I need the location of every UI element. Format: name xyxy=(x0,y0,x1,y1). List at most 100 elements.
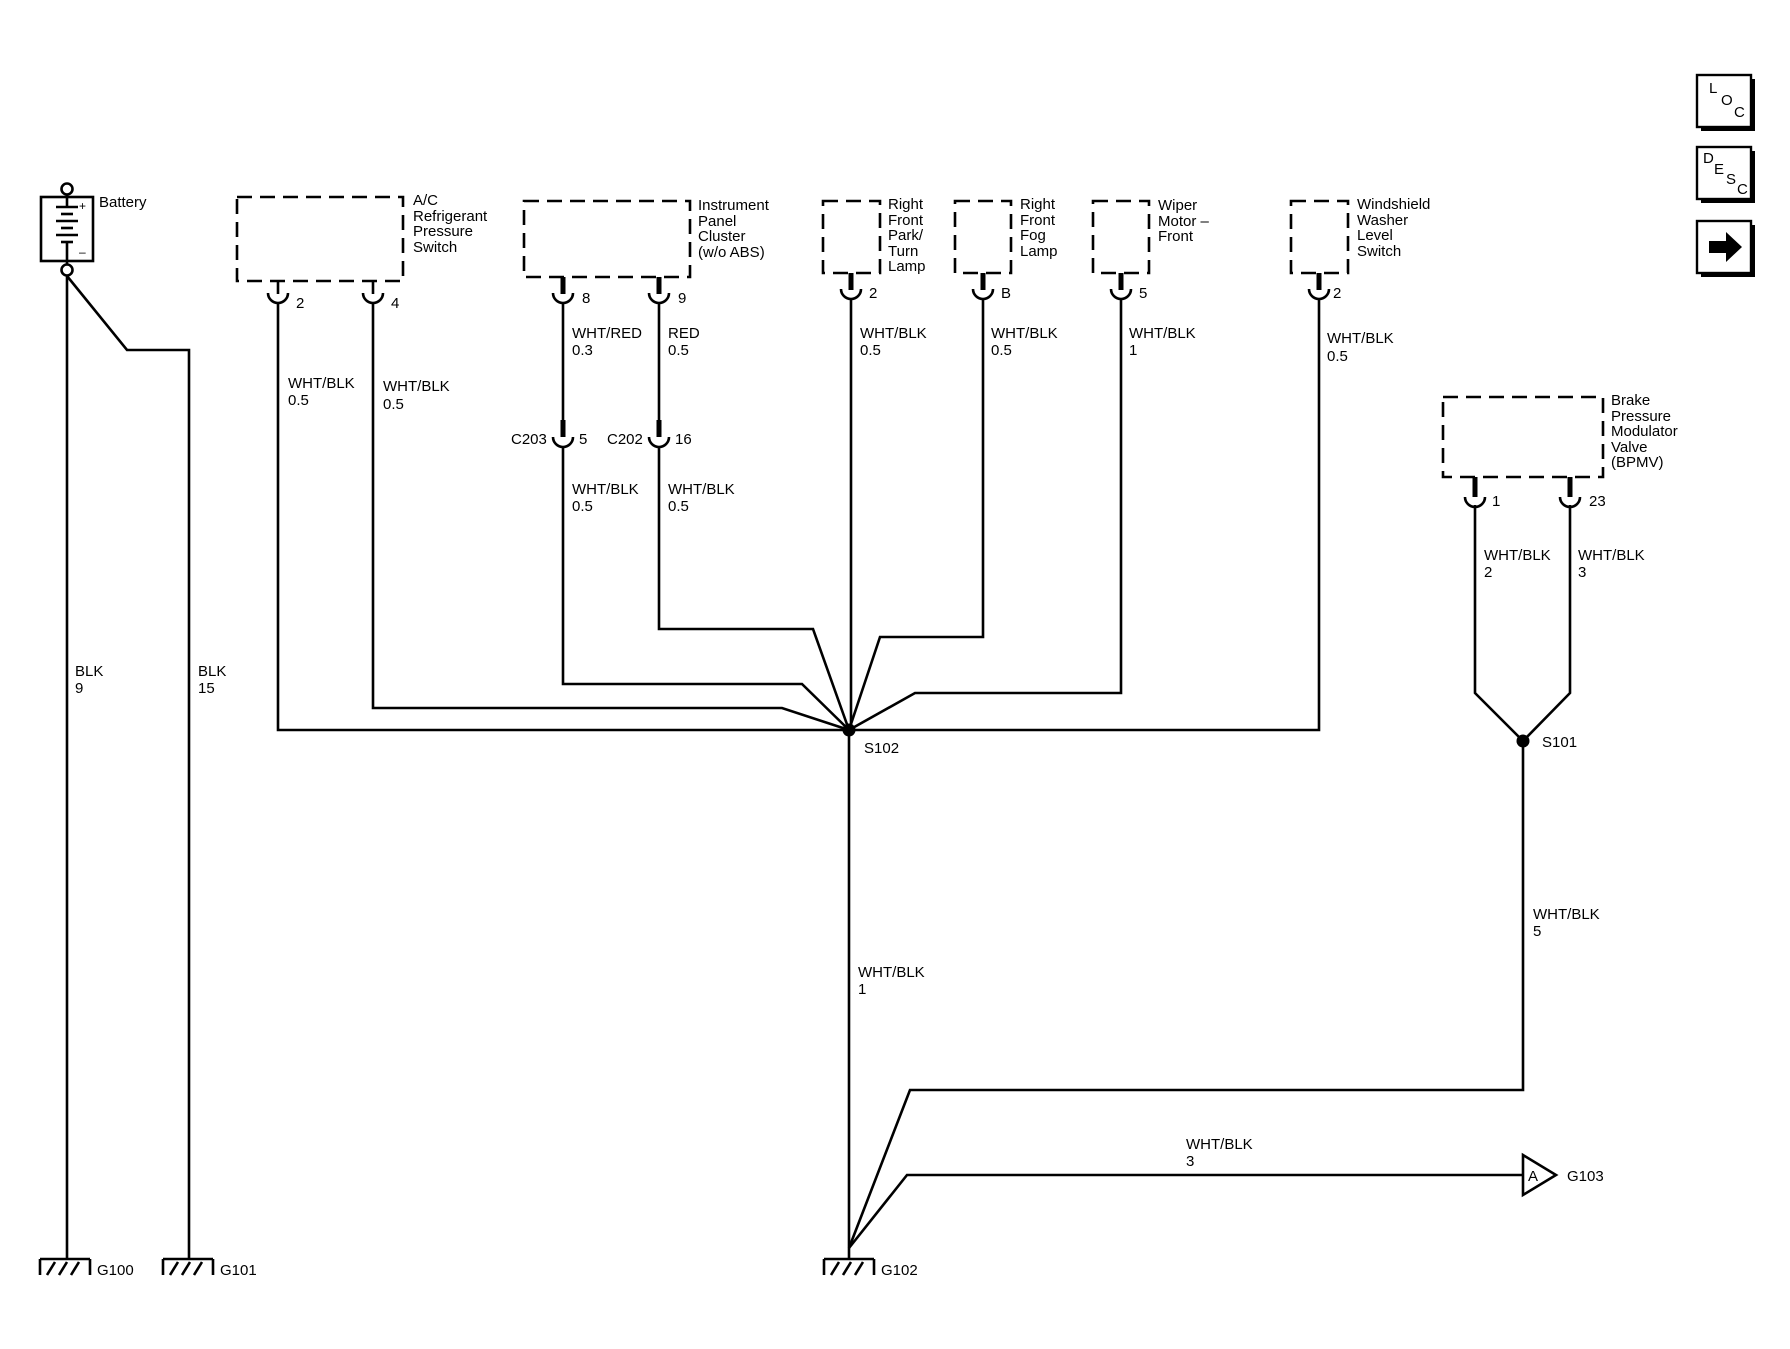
label-text: 15 xyxy=(198,680,215,697)
label-text: WHT/BLK xyxy=(991,325,1058,342)
label-text: 0.5 xyxy=(572,498,593,515)
instrument-panel-cluster: Instrument Panel Cluster (w/o ABS) xyxy=(522,197,770,279)
label-text: 8 xyxy=(582,290,590,307)
label-text: Cluster xyxy=(698,228,746,245)
wire-label: WHT/BLK 2 WHT/BLK 3 xyxy=(1484,547,1645,581)
label-text: 0.5 xyxy=(860,342,881,359)
label-text: 1 xyxy=(1129,342,1137,359)
wire-s101-g102 xyxy=(847,741,1525,1249)
label-text: 4 xyxy=(391,295,399,312)
location-button[interactable]: L O C xyxy=(1695,73,1755,131)
label-text: E xyxy=(1714,161,1724,178)
label-text: BLK xyxy=(198,663,226,680)
label-text: S xyxy=(1726,171,1736,188)
label-text: WHT/BLK xyxy=(383,378,450,395)
wiper-motor-front: Wiper Motor – Front xyxy=(1091,197,1210,275)
ground-g102: G102 xyxy=(822,1248,918,1279)
label-text: Level xyxy=(1357,227,1393,244)
label-text: + xyxy=(79,199,86,213)
right-front-fog-lamp: Right Front Fog Lamp xyxy=(953,196,1058,275)
label-text: Panel xyxy=(698,213,736,230)
splice-s101: S101 xyxy=(1516,734,1577,751)
right-arrow-icon xyxy=(1709,232,1742,262)
wire-battery-g101 xyxy=(65,275,191,1248)
label-text: O xyxy=(1721,92,1733,109)
label-text: 5 xyxy=(1533,923,1541,940)
ground-g101: G101 xyxy=(161,1248,257,1279)
label-text: WHT/BLK xyxy=(1327,330,1394,347)
label-text: Right xyxy=(888,196,924,213)
connector-pins xyxy=(266,273,1582,509)
splice-s102: S102 xyxy=(842,723,899,757)
label-text: Park/ xyxy=(888,227,924,244)
label-text: WHT/BLK xyxy=(858,964,925,981)
label-text: A xyxy=(1528,1168,1538,1185)
windshield-washer-level-switch: Windshield Washer Level Switch xyxy=(1289,196,1430,275)
label-text: A/C xyxy=(413,192,438,209)
label-text: 5 xyxy=(1139,285,1147,302)
label-text: C203 xyxy=(511,431,547,448)
label-text: (w/o ABS) xyxy=(698,244,765,261)
next-page-button[interactable] xyxy=(1695,219,1755,277)
label-text: 0.5 xyxy=(288,392,309,409)
wires-to-s102 xyxy=(276,298,1321,732)
label-text: WHT/BLK xyxy=(668,481,735,498)
label-text: Motor – xyxy=(1158,213,1210,230)
battery: + – Battery xyxy=(39,182,147,277)
label-text: 0.5 xyxy=(991,342,1012,359)
label-text: Turn xyxy=(888,243,918,260)
label-text: 5 xyxy=(579,431,587,448)
label-text: C xyxy=(1737,181,1748,198)
label-text: Windshield xyxy=(1357,196,1430,213)
label-text: B xyxy=(1001,285,1011,302)
label-text: WHT/BLK xyxy=(860,325,927,342)
label-text: 0.5 xyxy=(668,498,689,515)
description-button[interactable]: D E S C xyxy=(1695,145,1755,203)
wire-label: BLK 9 BLK 15 xyxy=(75,663,226,697)
label-text: Right xyxy=(1020,196,1056,213)
label-text: RED xyxy=(668,325,700,342)
pin-labels: 2 4 8 9 2 B 5 2 1 23 xyxy=(296,285,1606,510)
label-text: 1 xyxy=(1492,493,1500,510)
label-text: WHT/BLK xyxy=(1484,547,1551,564)
label-text: WHT/BLK xyxy=(1186,1136,1253,1153)
label-text: 2 xyxy=(869,285,877,302)
label-text: 2 xyxy=(1333,285,1341,302)
label-text: Refrigerant xyxy=(413,208,488,225)
ac-refrigerant-pressure-switch: A/C Refrigerant Pressure Switch xyxy=(235,192,488,283)
label-text: 0.5 xyxy=(668,342,689,359)
label-text: Wiper xyxy=(1158,197,1197,214)
inline-connector-labels: C203 5 C202 16 xyxy=(511,431,692,448)
offpage-connector-a: A G103 xyxy=(1521,1152,1604,1198)
label-text: C xyxy=(1734,104,1745,121)
label-text: WHT/BLK xyxy=(1533,906,1600,923)
wire-label: WHT/BLK 5 xyxy=(1533,906,1600,940)
label-text: 0.3 xyxy=(572,342,593,359)
label-text: WHT/BLK xyxy=(1578,547,1645,564)
label-text: BLK xyxy=(75,663,103,680)
label-text: G103 xyxy=(1567,1168,1604,1185)
brake-pressure-modulator-valve: Brake Pressure Modulator Valve (BPMV) xyxy=(1441,392,1678,479)
label-text: Modulator xyxy=(1611,423,1678,440)
label-text: L xyxy=(1709,80,1717,97)
label-text: Brake xyxy=(1611,392,1650,409)
label-text: 23 xyxy=(1589,493,1606,510)
label-text: S102 xyxy=(864,740,899,757)
wires-to-s101 xyxy=(1473,505,1572,742)
label-text: Washer xyxy=(1357,212,1408,229)
label-text: Switch xyxy=(1357,243,1401,260)
label-text: WHT/RED xyxy=(572,325,642,342)
label-text: G101 xyxy=(220,1262,257,1279)
label-text: 3 xyxy=(1578,564,1586,581)
label-text: 2 xyxy=(296,295,304,312)
label-text: (BPMV) xyxy=(1611,454,1664,471)
label-text: S101 xyxy=(1542,734,1577,751)
label-text: 1 xyxy=(858,981,866,998)
label-text: 0.5 xyxy=(383,396,404,413)
label-text: Instrument xyxy=(698,197,770,214)
label-text: Lamp xyxy=(888,258,926,275)
label-text: Switch xyxy=(413,239,457,256)
battery-label: Battery xyxy=(99,194,147,211)
label-text: Pressure xyxy=(413,223,473,240)
label-text: Front xyxy=(888,212,924,229)
